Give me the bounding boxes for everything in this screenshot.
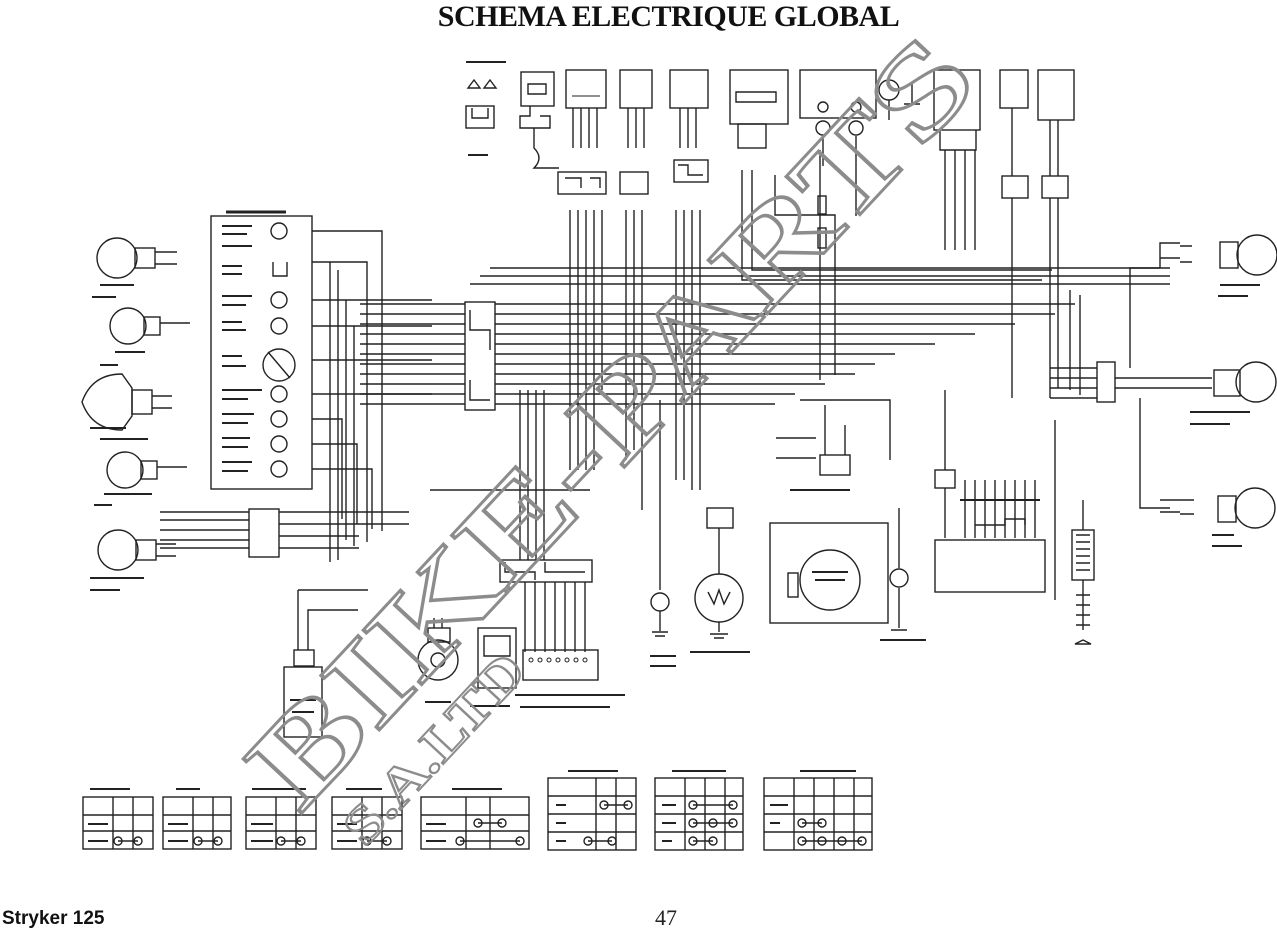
right-lamps — [1180, 234, 1277, 547]
page-number: 47 — [655, 905, 677, 930]
left-connector — [160, 508, 409, 558]
lower-left-relay — [283, 589, 368, 738]
page-title: SCHEMA ELECTRIQUE GLOBAL — [437, 0, 900, 33]
main-harness — [312, 61, 1277, 708]
switch-tables — [82, 770, 873, 851]
model-name: Stryker 125 — [2, 908, 105, 929]
top-switches — [465, 61, 1075, 398]
left-lamps — [81, 237, 190, 591]
speedometer-panel — [210, 210, 313, 490]
